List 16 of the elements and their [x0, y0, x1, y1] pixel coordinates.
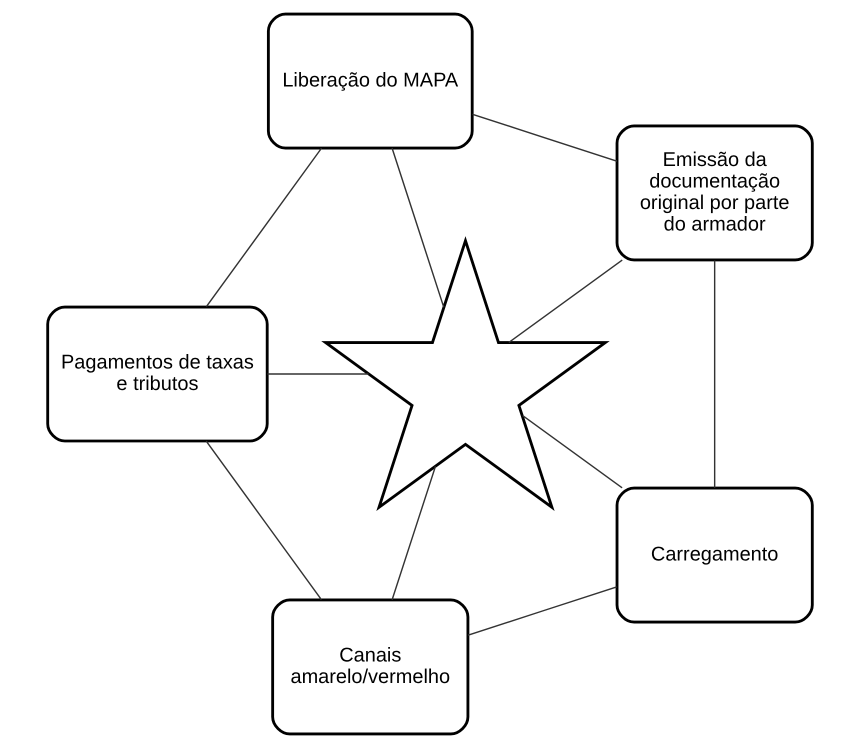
node-box: Emissão da documentação original por parte do armador	[615, 124, 814, 262]
connector	[522, 414, 622, 488]
connector	[713, 260, 715, 488]
connector	[390, 148, 444, 308]
connector	[205, 440, 322, 600]
connector	[205, 148, 322, 308]
node-box: Carregamento	[615, 486, 814, 624]
connector	[508, 260, 622, 344]
node-box: Pagamentos de taxas e tributos	[46, 306, 268, 442]
node-star	[320, 236, 610, 511]
connector	[467, 586, 616, 636]
connector	[472, 114, 617, 162]
node-box: Liberação do MAPA	[266, 12, 474, 150]
node-box: Canais amarelo/vermelho	[270, 598, 469, 736]
connector	[266, 373, 368, 375]
connector	[390, 466, 436, 600]
